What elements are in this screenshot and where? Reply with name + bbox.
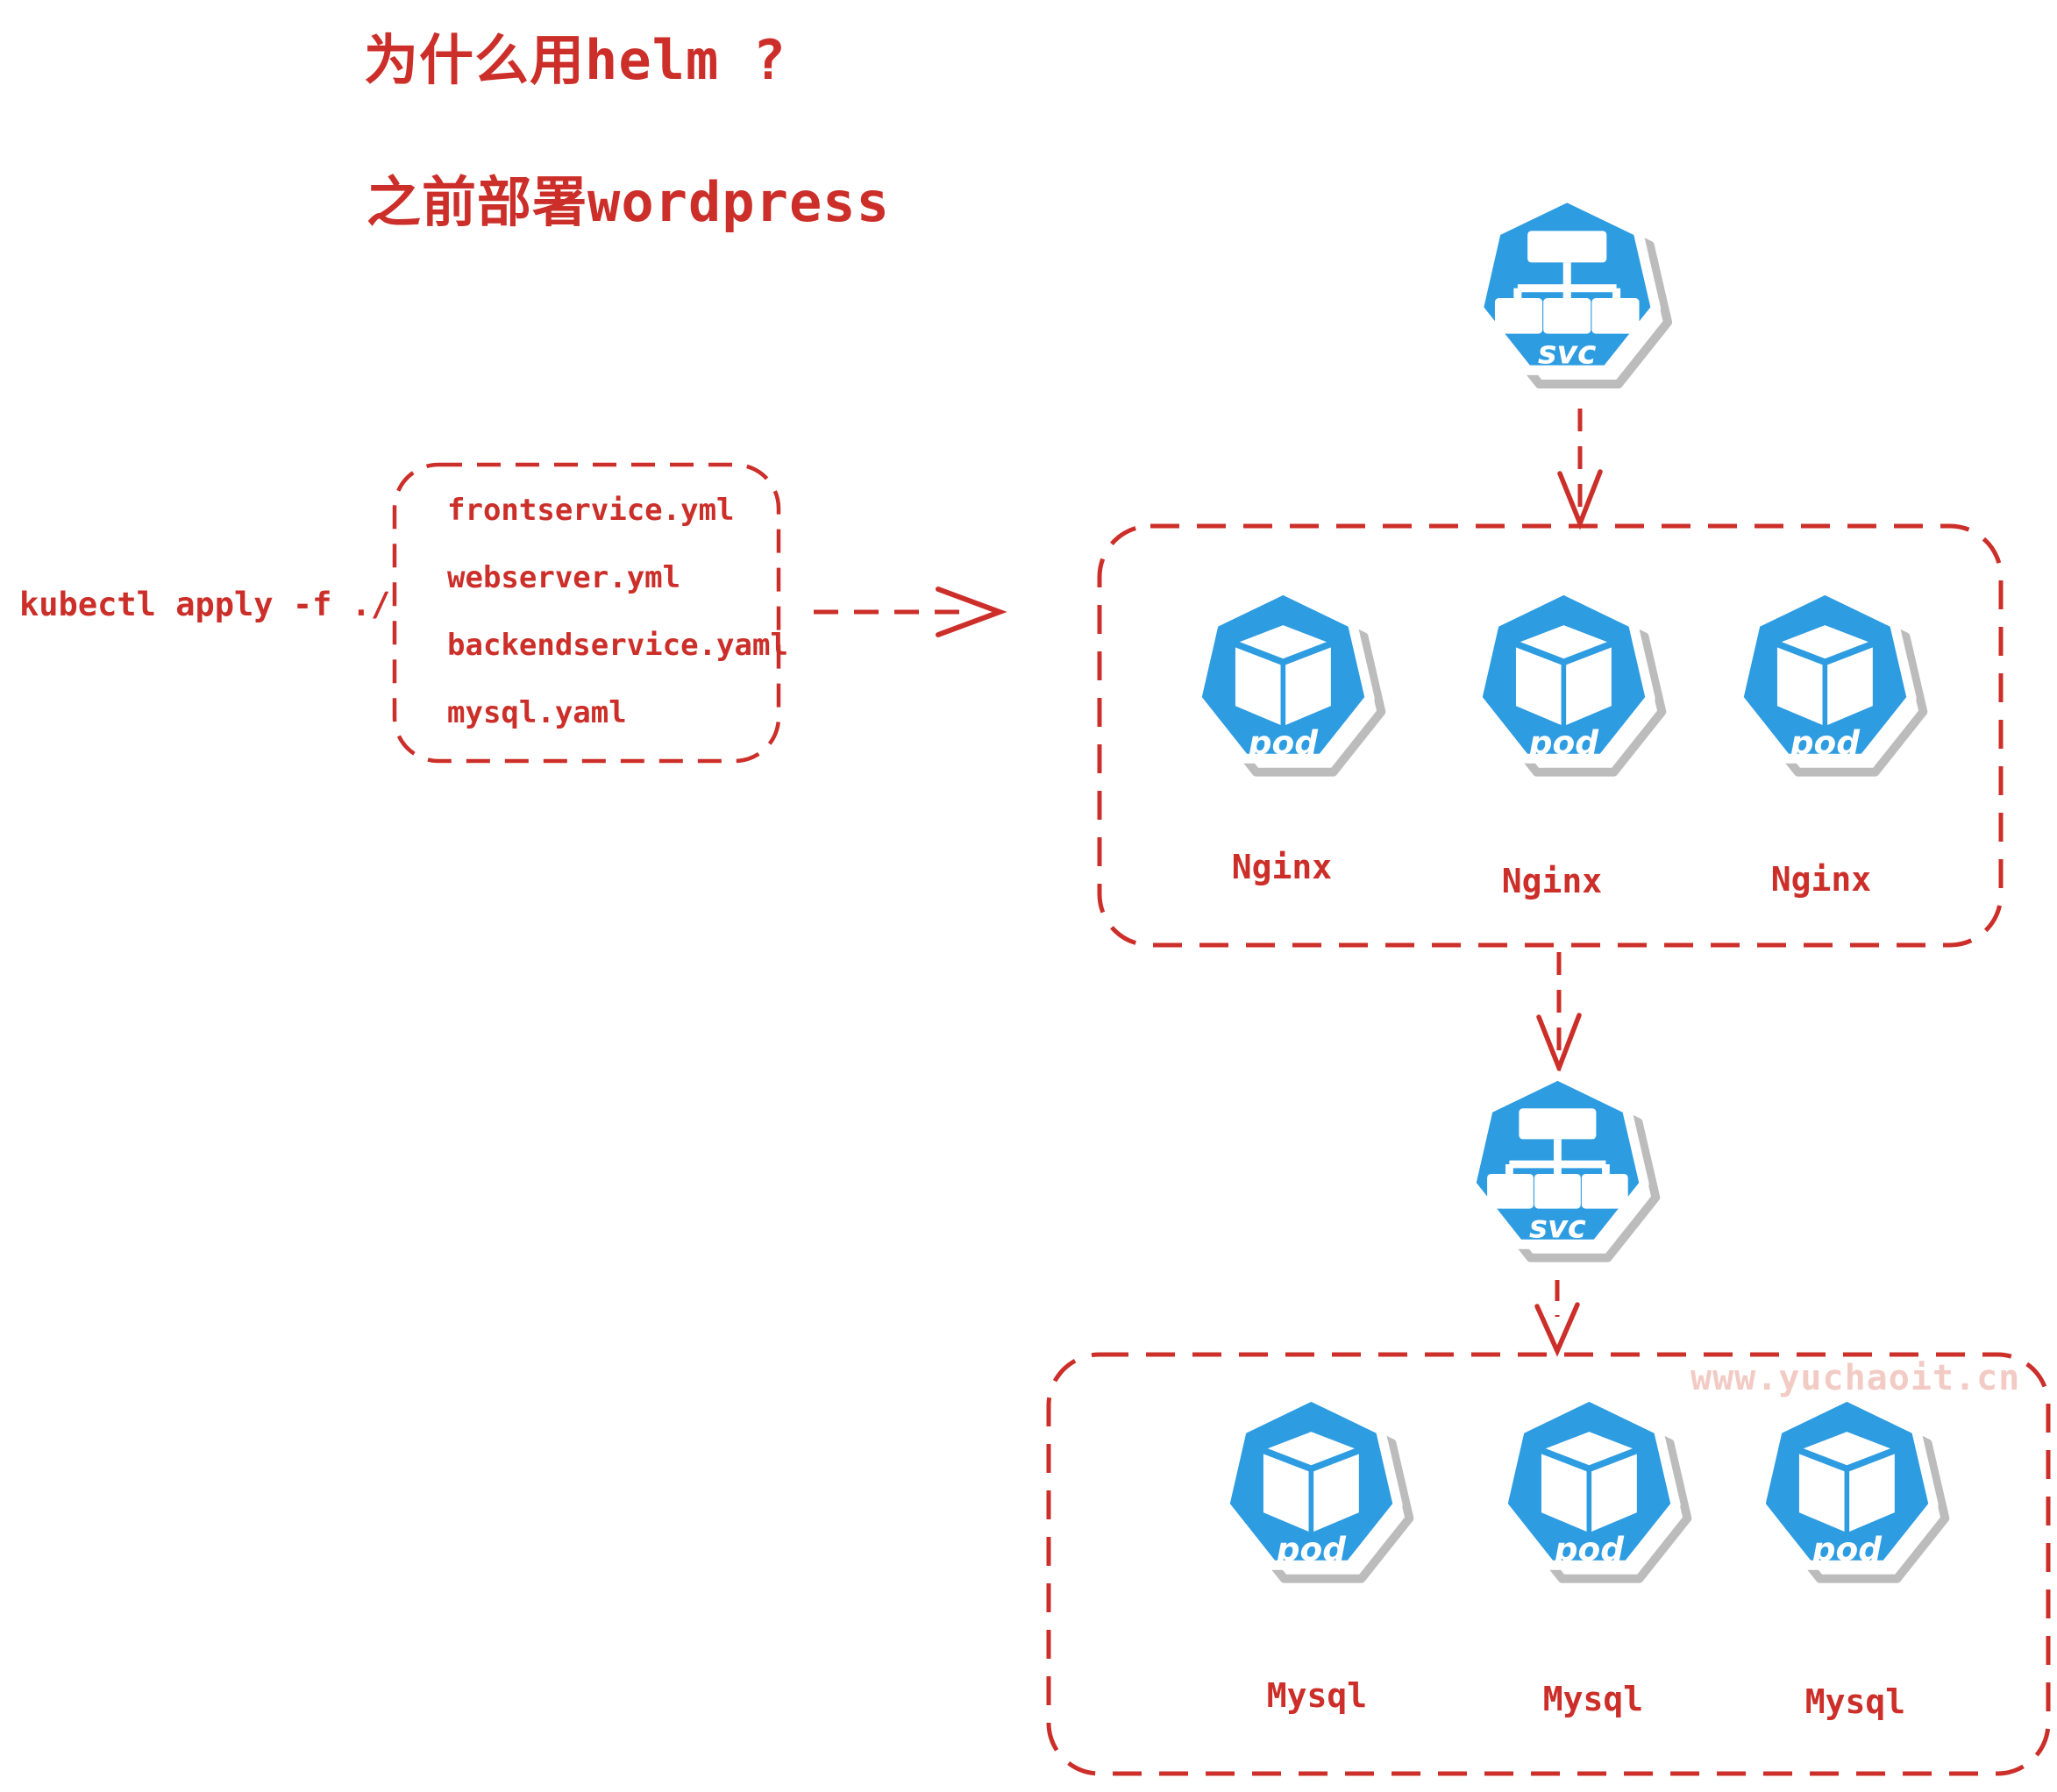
- page-subtitle: 之前部署wordpress: [367, 170, 890, 234]
- service-icon-middle: [1457, 1068, 1669, 1280]
- manifest-file-backendservice: backendservice.yaml: [447, 628, 788, 663]
- apply-arrow: [814, 587, 1007, 637]
- mysql-pod-icon-1: [1211, 1389, 1423, 1601]
- page-title: 为什么用helm ?: [364, 28, 786, 92]
- nginx-pod-icon-3: [1725, 582, 1937, 794]
- mysql-pod-label-2: Mysql: [1542, 1680, 1644, 1718]
- manifest-file-webserver: webserver.yml: [447, 560, 681, 595]
- kubectl-command-text: kubectl apply -f ./: [19, 586, 391, 623]
- nginx-pod-label-2: Nginx: [1501, 862, 1603, 900]
- manifest-file-box: frontservice.yml webserver.yml backendse…: [393, 463, 788, 761]
- manifest-file-mysql: mysql.yaml: [447, 695, 627, 730]
- svc-to-mysql-arrow: [1534, 1280, 1580, 1357]
- mysql-pod-icon-2: [1489, 1389, 1701, 1601]
- watermark-text: www.yuchaoit.cn: [1690, 1358, 2021, 1398]
- mysql-pod-icon-3: [1747, 1389, 1959, 1601]
- nginx-pod-icon-2: [1463, 582, 1676, 794]
- mysql-pod-label-1: Mysql: [1266, 1676, 1368, 1715]
- service-icon-top: [1464, 189, 1682, 407]
- nginx-to-svc-arrow: [1536, 952, 1582, 1075]
- mysql-pod-label-3: Mysql: [1804, 1682, 1906, 1721]
- nginx-pod-icon-1: [1183, 582, 1395, 794]
- nginx-pod-label-1: Nginx: [1231, 848, 1333, 886]
- svc-to-nginx-arrow: [1557, 409, 1603, 530]
- nginx-pod-label-3: Nginx: [1770, 860, 1872, 899]
- manifest-file-frontservice: frontservice.yml: [447, 493, 735, 528]
